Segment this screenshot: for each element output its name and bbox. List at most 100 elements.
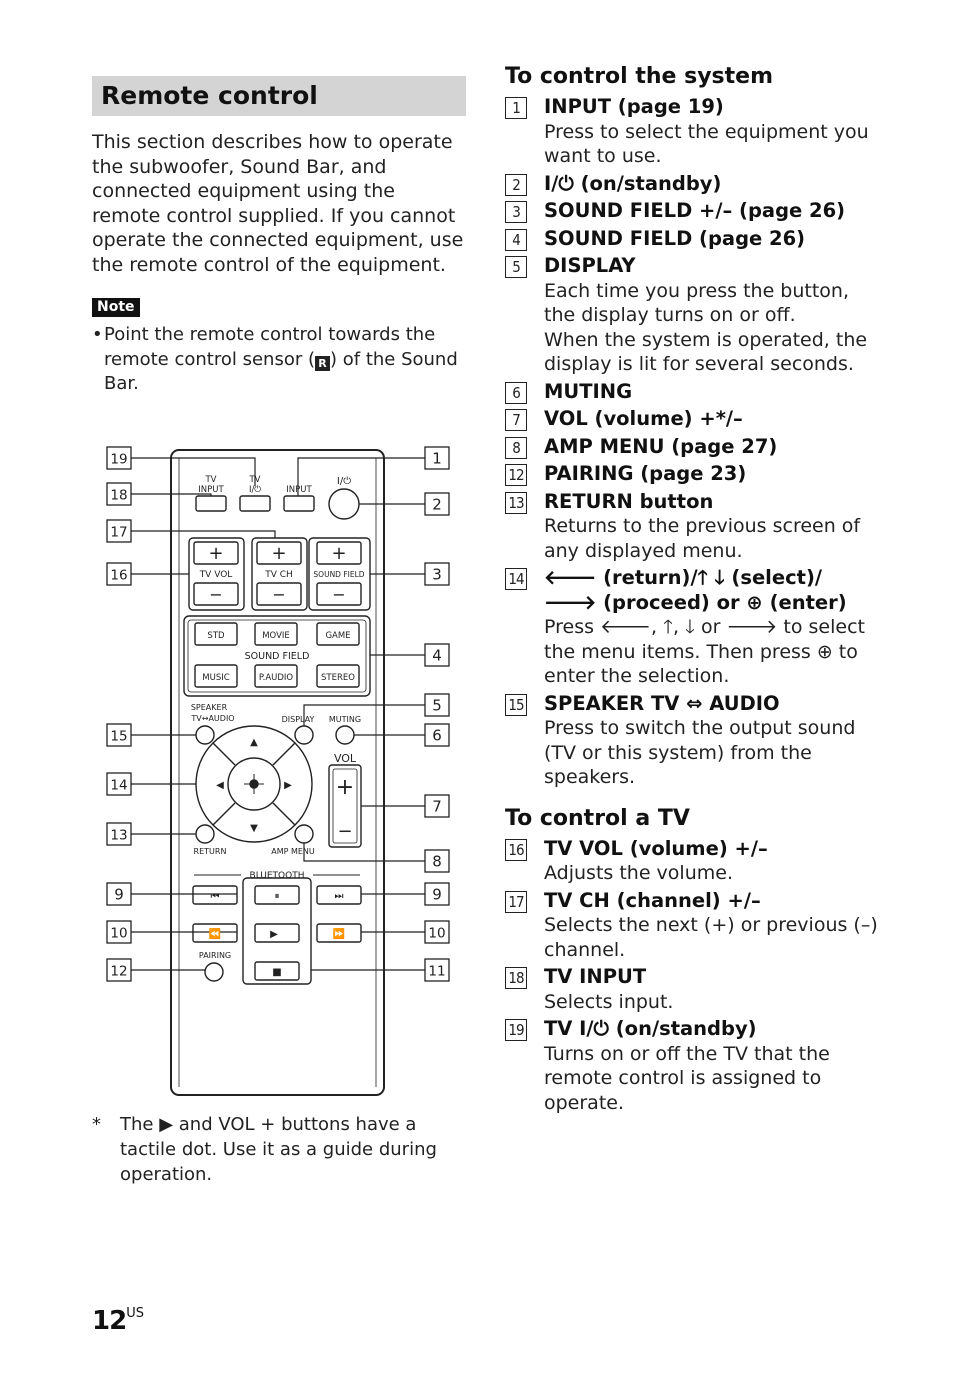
- svg-text:■: ■: [272, 967, 281, 978]
- sensor-icon: R: [315, 355, 330, 371]
- callout-number: 6: [432, 727, 442, 745]
- item-description: Selects the next (+) or previous (–) cha…: [544, 914, 878, 961]
- callout-number: 13: [110, 828, 127, 844]
- item-number: 4: [505, 228, 527, 251]
- tv-section-title: To control a TV: [505, 805, 690, 831]
- item-label: INPUT (page 19): [544, 95, 724, 118]
- item-number: 15: [505, 693, 527, 716]
- list-item: 14🡐 (return)/🡑 🡓 (select)/ 🡒 (proceed) o…: [505, 566, 885, 689]
- svg-text:⏪: ⏪: [209, 927, 221, 940]
- list-item: 3 SOUND FIELD +/– (page 26): [505, 199, 885, 224]
- svg-text:+: +: [208, 543, 223, 564]
- item-number: 3: [505, 201, 527, 223]
- svg-text:RETURN: RETURN: [194, 847, 227, 856]
- svg-text:P.AUDIO: P.AUDIO: [259, 673, 294, 683]
- item-label: 🡐 (return)/🡑 🡓 (select)/ 🡒 (proceed) or …: [544, 566, 847, 614]
- item-number: 6: [505, 381, 527, 404]
- item-number: 5: [505, 256, 527, 278]
- item-body: TV VOL (volume) +/–Adjusts the volume.: [544, 837, 885, 886]
- item-description: Press 🡐, 🡑, 🡓 or 🡒 to select the menu it…: [544, 616, 865, 687]
- item-label: PAIRING (page 23): [544, 462, 747, 485]
- callout-box: [424, 849, 450, 873]
- svg-text:▶: ▶: [284, 780, 292, 791]
- sound-field-plus-button: [316, 541, 362, 565]
- callout-box: [106, 822, 132, 846]
- svg-text:SOUND FIELD: SOUND FIELD: [245, 651, 310, 662]
- game-button: [316, 622, 360, 646]
- svg-text:⏭: ⏭: [335, 891, 344, 902]
- tv-vol-minus-button: [193, 582, 239, 606]
- svg-text:PAIRING: PAIRING: [199, 951, 231, 960]
- page-number: 12US: [92, 1306, 144, 1336]
- item-description: Press to select the equipment you want t…: [544, 120, 869, 168]
- svg-text:SPEAKER: SPEAKER: [191, 703, 228, 712]
- svg-text:▼: ▼: [250, 823, 258, 834]
- tv-power-button: [239, 495, 271, 512]
- tv-input-label: INPUT: [198, 485, 224, 495]
- callout-number: 10: [110, 926, 127, 942]
- item-description: Turns on or off the TV that the remote c…: [544, 1042, 830, 1114]
- svg-text:◀: ◀: [216, 780, 224, 791]
- tv-ch-plus-button: [256, 541, 302, 565]
- item-body: VOL (volume) +*/–: [544, 407, 885, 432]
- footnote-text: The ▶ and VOL + buttons have a tactile d…: [120, 1114, 437, 1185]
- item-body: MUTING: [544, 380, 885, 405]
- footnote: * The ▶ and VOL + buttons have a tactile…: [92, 1112, 462, 1187]
- item-body: SOUND FIELD (page 26): [544, 227, 885, 252]
- bullet: •: [92, 324, 103, 345]
- item-body: TV I/⏻ (on/standby)Turns on or off the T…: [544, 1017, 885, 1115]
- callout-box: [106, 562, 132, 586]
- callout-box: [106, 723, 132, 747]
- callout-number: 1: [432, 450, 442, 468]
- callout-box: [424, 492, 450, 516]
- callout-number: 10: [428, 926, 445, 942]
- section-title: Remote control: [92, 76, 466, 116]
- callout-number: 14: [110, 778, 127, 794]
- system-section-title: To control the system: [505, 64, 774, 89]
- sound-field-minus-button: [316, 582, 362, 606]
- callout-number: 12: [110, 964, 127, 980]
- input-label: INPUT: [286, 485, 312, 495]
- svg-text:SOUND FIELD: SOUND FIELD: [313, 570, 364, 579]
- callout-box: [424, 958, 450, 982]
- speaker-button: [195, 725, 215, 745]
- callout-box: [424, 643, 450, 667]
- callout-box: [106, 920, 132, 944]
- item-body: AMP MENU (page 27): [544, 435, 885, 460]
- svg-text:−: −: [209, 585, 222, 604]
- callout-number: 9: [114, 886, 124, 904]
- callout-number: 8: [432, 853, 442, 871]
- tv-input-button: [195, 495, 227, 512]
- item-description: Returns to the previous screen of any di…: [544, 515, 861, 562]
- item-number: 18: [505, 967, 527, 989]
- callout-box: [424, 794, 450, 818]
- amp-menu-button: [294, 824, 314, 844]
- power-label: I/⏻: [337, 476, 351, 487]
- item-label: SPEAKER TV ⇔ AUDIO: [544, 691, 780, 715]
- svg-text:STD: STD: [207, 631, 225, 641]
- svg-text:+: +: [331, 543, 346, 564]
- item-number: 13: [505, 491, 527, 514]
- item-number: 12: [505, 464, 527, 486]
- power-button: [328, 488, 360, 520]
- callout-box: [424, 562, 450, 586]
- callout-box: [424, 446, 450, 470]
- item-body: SOUND FIELD +/– (page 26): [544, 199, 885, 224]
- callout-box: [106, 958, 132, 982]
- svg-text:⏩: ⏩: [333, 927, 345, 940]
- callout-box: [106, 882, 132, 906]
- list-item: 12 PAIRING (page 23): [505, 462, 885, 487]
- callout-number: 15: [110, 729, 127, 745]
- note-text: Point the remote control towards the rem…: [104, 323, 466, 397]
- footnote-star: *: [92, 1114, 101, 1135]
- note-text-after: ) of the Sound Bar.: [104, 348, 458, 395]
- item-label: I/⏻ (on/standby): [544, 171, 722, 195]
- svg-text:TV VOL: TV VOL: [199, 570, 233, 580]
